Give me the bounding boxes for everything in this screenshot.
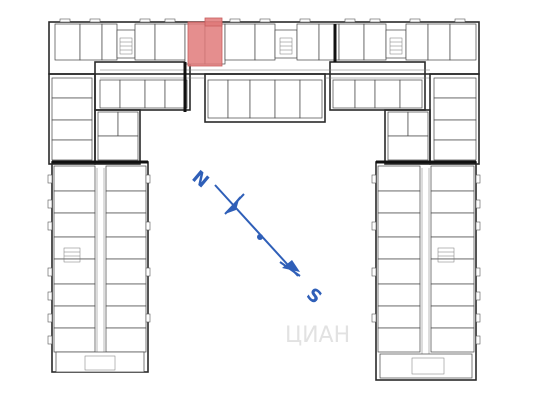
- compass-south-label: S: [302, 284, 325, 308]
- south-arrow-icon: [282, 260, 300, 272]
- left-wing: [47, 73, 151, 373]
- highlighted-apartment[interactable]: [187, 21, 223, 67]
- right-wing: [371, 73, 481, 381]
- top-windows: [59, 18, 466, 23]
- top-wing: [48, 21, 480, 123]
- watermark: ЦИАН: [285, 323, 350, 348]
- compass-axis: [214, 184, 299, 277]
- compass: N S: [188, 167, 326, 309]
- highlighted-apartment-extension: [204, 17, 223, 27]
- compass-center: [257, 234, 263, 240]
- compass-north-label: N: [188, 167, 213, 193]
